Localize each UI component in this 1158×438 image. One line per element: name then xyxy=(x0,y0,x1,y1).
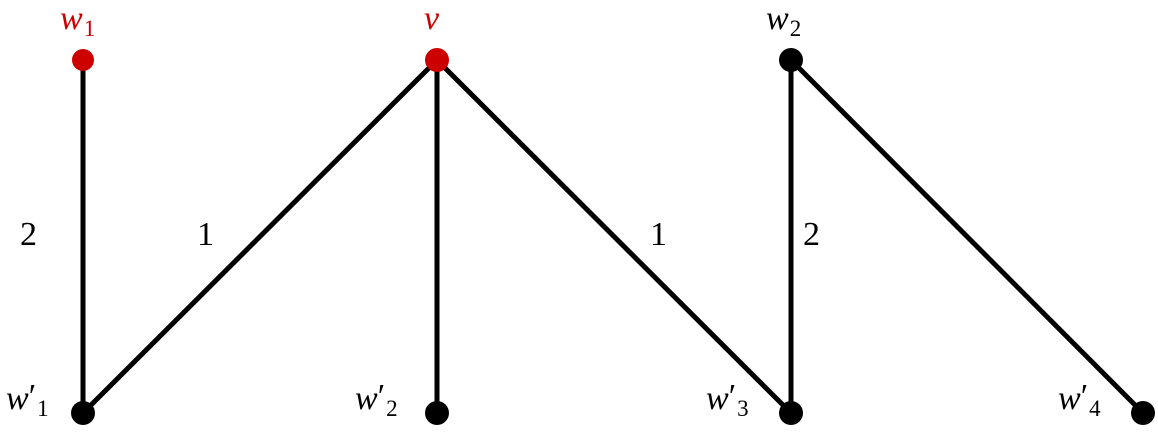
edge-weight-e-w1-w1p: 2 xyxy=(20,216,37,253)
node-label-subscript: 2 xyxy=(386,396,398,421)
graph-node-w4p xyxy=(1131,401,1155,425)
graph-node-v xyxy=(425,48,449,72)
graph-edge xyxy=(789,58,1145,415)
graph-node-w2 xyxy=(779,48,803,72)
node-label-w1p: w′1 xyxy=(6,380,49,421)
node-label-subscript: 4 xyxy=(1089,396,1101,421)
graph-node-w2p xyxy=(425,401,449,425)
node-label-subscript: 2 xyxy=(789,16,802,41)
edge-weight-e-v-w3p: 1 xyxy=(650,216,667,253)
node-label-base: w xyxy=(6,380,29,417)
graph-edge xyxy=(81,58,439,415)
graph-node-w1p xyxy=(71,401,95,425)
graph-edge xyxy=(435,58,793,415)
edge-layer xyxy=(80,58,1145,415)
node-label-prime: ′ xyxy=(28,378,37,415)
graph-node-w3p xyxy=(779,401,803,425)
node-label-subscript: 1 xyxy=(37,396,49,421)
node-label-w1: w1 xyxy=(60,0,95,41)
node-label-base: w xyxy=(355,380,378,417)
node-label-w4p: w′4 xyxy=(1058,380,1101,421)
node-label-base: v xyxy=(424,0,440,37)
node-label-prime: ′ xyxy=(728,378,737,415)
node-label-base: w xyxy=(60,0,83,37)
node-label-w2: w2 xyxy=(766,0,801,41)
node-label-subscript: 1 xyxy=(83,16,96,41)
node-label-subscript: 3 xyxy=(737,396,749,421)
node-label-base: w xyxy=(766,0,789,37)
node-label-w3p: w′3 xyxy=(706,380,749,421)
node-label-base: w xyxy=(706,380,729,417)
node-label-w2p: w′2 xyxy=(355,380,398,421)
node-label-v: v xyxy=(424,2,439,36)
edge-weight-e-v-w1p: 1 xyxy=(197,216,214,253)
node-label-prime: ′ xyxy=(1080,378,1089,415)
node-layer xyxy=(71,48,1155,425)
graph-node-w1 xyxy=(72,49,94,71)
node-label-prime: ′ xyxy=(377,378,386,415)
edge-weight-e-w2-w3p: 2 xyxy=(803,216,820,253)
node-label-base: w xyxy=(1058,380,1081,417)
